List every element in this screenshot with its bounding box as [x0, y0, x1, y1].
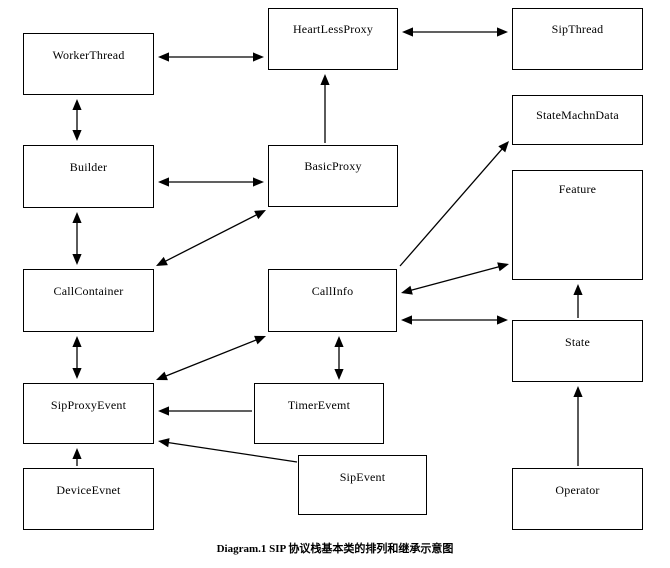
node-label-feature: Feature [558, 182, 597, 196]
node-label-heartlessproxy: HeartLessProxy [292, 22, 374, 36]
node-feature[interactable]: Feature [512, 170, 643, 280]
node-builder[interactable]: Builder [23, 145, 154, 208]
edge-timerevemt-callinfo [334, 336, 344, 380]
node-callinfo[interactable]: CallInfo [268, 269, 397, 332]
edge-callinfo-statemachndata [399, 141, 509, 267]
edge-builder-callcontainer [72, 212, 82, 265]
node-label-sipproxyevent: SipProxyEvent [50, 398, 127, 412]
edge-callinfo-state [401, 315, 508, 325]
diagram-caption: Diagram.1 SIP 协议栈基本类的排列和继承示意图 [216, 543, 454, 555]
node-sipevent[interactable]: SipEvent [298, 455, 427, 515]
node-label-callcontainer: CallContainer [53, 284, 124, 298]
node-statemachndata[interactable]: StateMachnData [512, 95, 643, 145]
edge-workerthread-builder [72, 99, 82, 141]
node-sipproxyevent[interactable]: SipProxyEvent [23, 383, 154, 444]
edge-heartlessproxy-sipthread [402, 27, 508, 37]
edge-sipproxyevent-deviceevnet [72, 448, 82, 466]
node-heartlessproxy[interactable]: HeartLessProxy [268, 8, 398, 70]
edge-sipevent-sipproxyevent [158, 438, 298, 463]
node-workerthread[interactable]: WorkerThread [23, 33, 154, 95]
node-label-state: State [565, 335, 590, 349]
node-timerevemt[interactable]: TimerEvemt [254, 383, 384, 444]
node-state[interactable]: State [512, 320, 643, 382]
node-label-workerthread: WorkerThread [52, 48, 125, 62]
node-basicproxy[interactable]: BasicProxy [268, 145, 398, 207]
node-label-sipevent: SipEvent [339, 470, 386, 484]
node-label-sipthread: SipThread [551, 22, 604, 36]
node-callcontainer[interactable]: CallContainer [23, 269, 154, 332]
node-label-deviceevnet: DeviceEvnet [56, 483, 121, 497]
node-sipthread[interactable]: SipThread [512, 8, 643, 70]
node-label-operator: Operator [555, 483, 600, 497]
edge-timerevemt-sipproxyevent [158, 406, 252, 416]
edge-sipproxyevent-callinfo [156, 335, 266, 381]
edge-operator-state [573, 386, 583, 466]
edge-basicproxy-heartlessproxy [320, 74, 330, 143]
node-label-callinfo: CallInfo [311, 284, 354, 298]
node-label-timerevemt: TimerEvemt [287, 398, 351, 412]
edge-callcontainer-basicproxy [156, 210, 266, 266]
edge-callcontainer-sipproxyevent [72, 336, 82, 379]
edge-callinfo-feature [401, 262, 509, 295]
edge-workerthread-heartlessproxy [158, 52, 264, 62]
node-operator[interactable]: Operator [512, 468, 643, 530]
edge-builder-basicproxy [158, 177, 264, 187]
node-label-statemachndata: StateMachnData [536, 108, 619, 122]
edge-state-feature [573, 284, 583, 318]
node-label-basicproxy: BasicProxy [304, 159, 362, 173]
node-label-builder: Builder [69, 160, 108, 174]
node-deviceevnet[interactable]: DeviceEvnet [23, 468, 154, 530]
